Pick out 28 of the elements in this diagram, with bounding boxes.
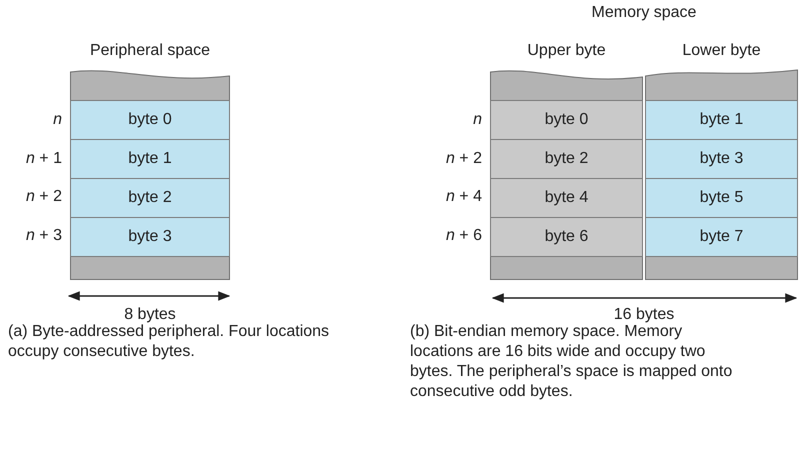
address-label: n + 2 bbox=[24, 187, 62, 207]
byte-cell: byte 3 bbox=[70, 217, 230, 257]
address-label: n bbox=[52, 110, 62, 130]
byte-cell: byte 0 bbox=[490, 100, 643, 140]
address-label: n + 3 bbox=[24, 226, 62, 246]
byte-cell: byte 2 bbox=[70, 178, 230, 218]
byte-cell: byte 5 bbox=[645, 178, 798, 218]
address-label: n + 2 bbox=[444, 149, 482, 169]
column-heading: Upper byte bbox=[526, 42, 607, 60]
byte-cell: byte 1 bbox=[70, 139, 230, 179]
byte-cell: byte 3 bbox=[645, 139, 798, 179]
column-heading: Memory space bbox=[590, 4, 698, 22]
column-heading: Peripheral space bbox=[88, 42, 212, 60]
address-label: n + 6 bbox=[444, 226, 482, 246]
dimension-label: 8 bytes bbox=[123, 305, 177, 324]
figure-caption: (a) Byte-addressed peripheral. Four locations occupy consecutive bytes. bbox=[8, 322, 330, 362]
byte-cell: byte 7 bbox=[645, 217, 798, 257]
byte-cell: byte 6 bbox=[490, 217, 643, 257]
byte-cell: byte 1 bbox=[645, 100, 798, 140]
address-label: n + 4 bbox=[444, 187, 482, 207]
column-heading: Lower byte bbox=[681, 42, 762, 60]
byte-cell: byte 2 bbox=[490, 139, 643, 179]
figure-caption: (b) Bit-endian memory space. Memory locations are 16 bits wide and occupy two bytes. The peripheral’s space is mapped onto consecutive odd bytes. bbox=[410, 322, 734, 402]
byte-cell: byte 4 bbox=[490, 178, 643, 218]
byte-cell: byte 0 bbox=[70, 100, 230, 140]
address-label: n bbox=[472, 110, 482, 130]
dimension-label: 16 bytes bbox=[612, 305, 676, 325]
address-label: n + 1 bbox=[24, 149, 62, 169]
